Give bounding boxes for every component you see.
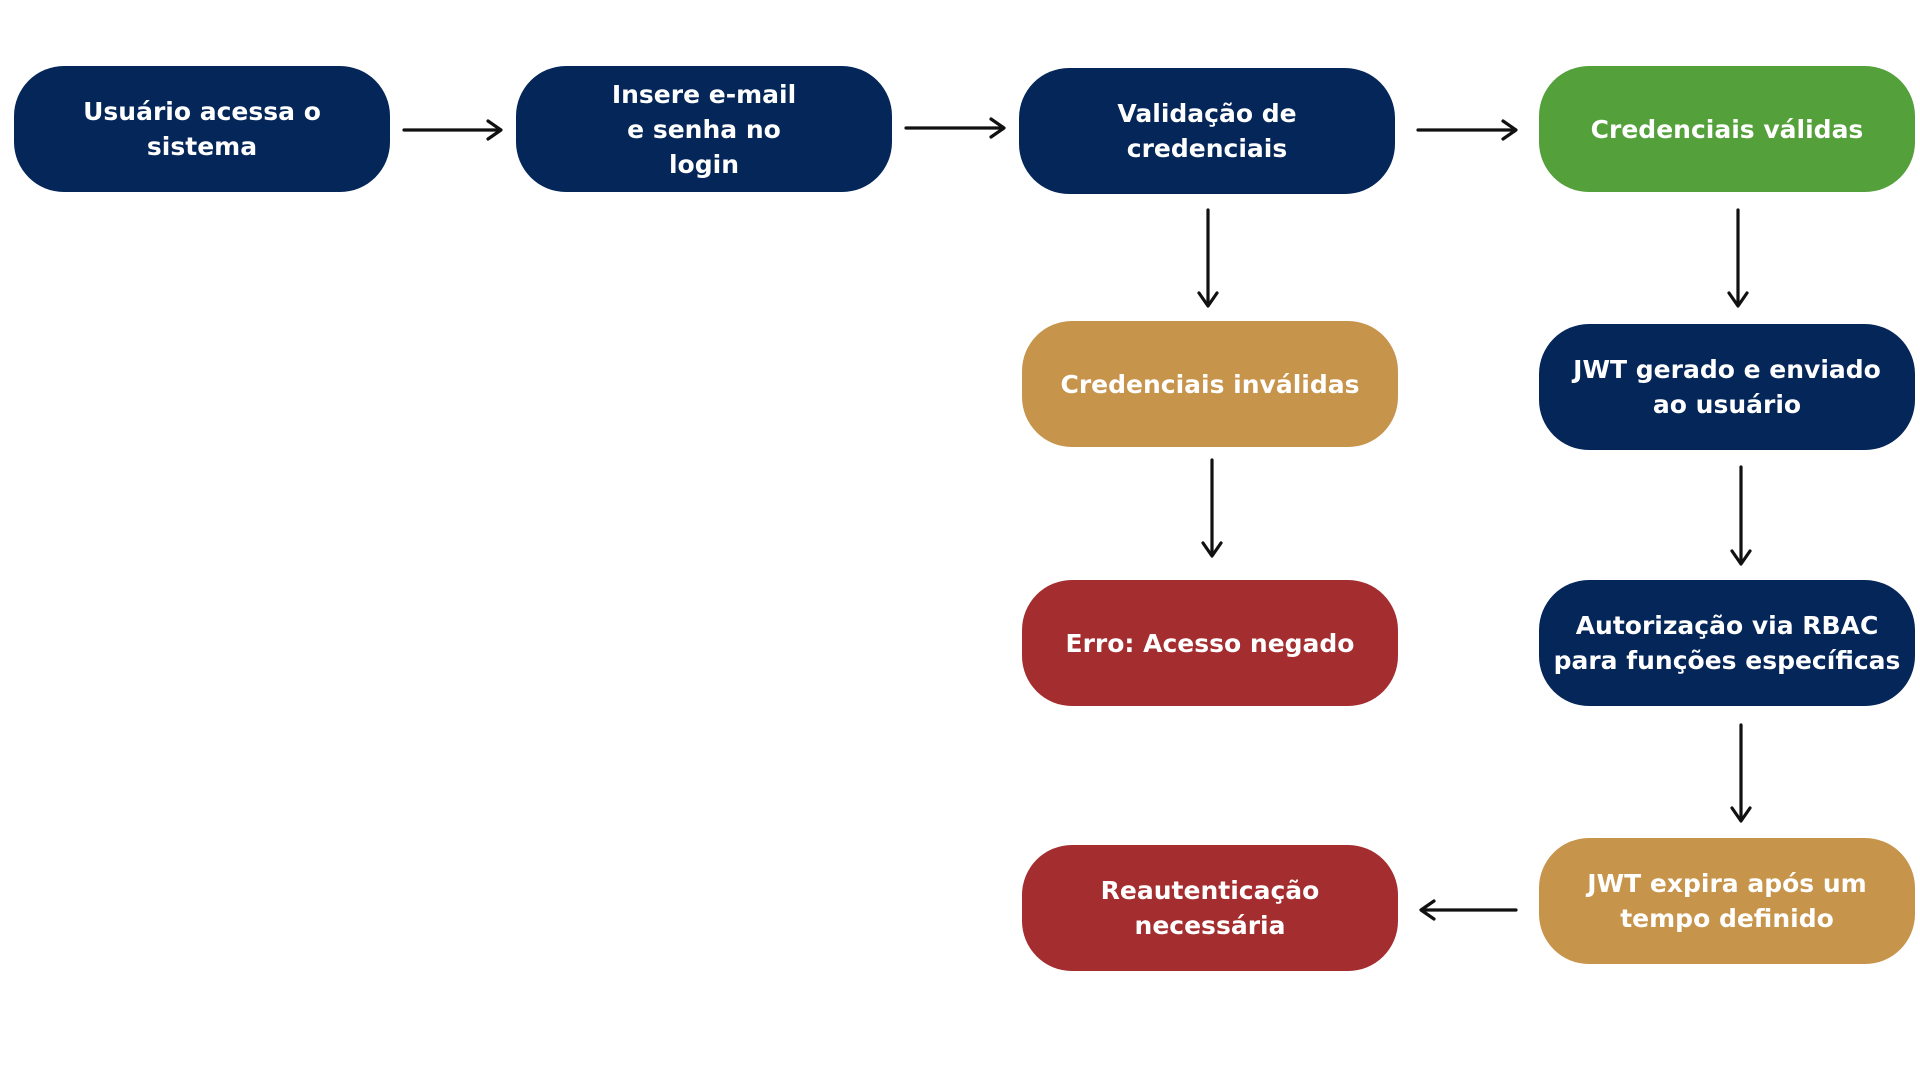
node-jwt-gerado-enviado: JWT gerado e enviado ao usuário xyxy=(1539,324,1915,450)
arrow-jwt-expira-to-reautenticacao xyxy=(1419,899,1518,921)
node-label: Validação de credenciais xyxy=(1117,99,1297,163)
arrow-validacao-to-invalidas xyxy=(1197,208,1219,308)
node-label: Autorização via RBAC para funções especí… xyxy=(1553,611,1901,675)
node-label: Erro: Acesso negado xyxy=(1065,628,1355,658)
node-insere-email-senha: Insere e-mail e senha no login xyxy=(516,66,892,192)
node-label: Insere e-mail e senha no login xyxy=(611,79,797,179)
arrow-validas-to-jwt-gerado xyxy=(1727,208,1749,308)
node-validacao-credenciais: Validação de credenciais xyxy=(1019,68,1395,194)
node-reautenticacao-necessaria: Reautenticação necessária xyxy=(1022,845,1398,971)
node-erro-acesso-negado: Erro: Acesso negado xyxy=(1022,580,1398,706)
node-autorizacao-rbac: Autorização via RBAC para funções especí… xyxy=(1539,580,1915,706)
node-credenciais-invalidas: Credenciais inválidas xyxy=(1022,321,1398,447)
arrow-jwt-gerado-to-rbac xyxy=(1730,465,1752,566)
arrow-invalidas-to-erro xyxy=(1201,458,1223,558)
arrow-validacao-to-validas xyxy=(1416,119,1518,141)
node-label: Credenciais válidas xyxy=(1590,114,1864,144)
node-label: JWT gerado e enviado ao usuário xyxy=(1573,355,1881,419)
arrow-acesso-to-login xyxy=(402,119,503,141)
arrow-login-to-validacao xyxy=(904,117,1006,139)
arrow-rbac-to-jwt-expira xyxy=(1730,723,1752,823)
node-label: Reautenticação necessária xyxy=(1100,876,1320,940)
node-jwt-expira: JWT expira após um tempo definido xyxy=(1539,838,1915,964)
node-label: Credenciais inválidas xyxy=(1060,369,1360,399)
node-usuario-acessa-sistema: Usuário acessa o sistema xyxy=(14,66,390,192)
node-label: Usuário acessa o sistema xyxy=(83,97,321,161)
node-credenciais-validas: Credenciais válidas xyxy=(1539,66,1915,192)
node-label: JWT expira após um tempo definido xyxy=(1587,869,1867,933)
